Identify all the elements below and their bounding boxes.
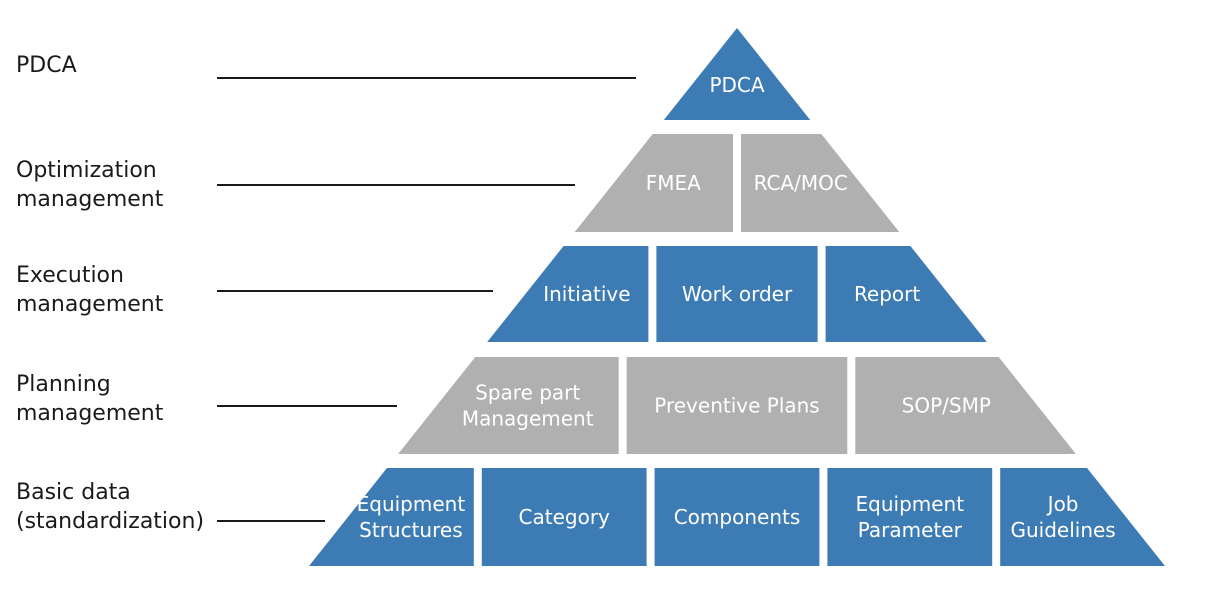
pyramid-blocks-layer xyxy=(309,28,1165,566)
block-label-line: Parameter xyxy=(858,518,963,542)
pyramid-block xyxy=(663,28,811,120)
pyramid-block-label: Category xyxy=(519,505,611,529)
level-label-line: Planning xyxy=(16,372,111,397)
pyramid-block-label: Preventive Plans xyxy=(654,394,819,418)
labels-layer: PDCA PDCA FMEA RCA/MOC Optimization managemen… xyxy=(16,53,1116,542)
pyramid-block-label: FMEA xyxy=(646,171,701,195)
block-label-line: RCA/MOC xyxy=(754,171,848,195)
pyramid-block xyxy=(741,134,900,232)
pyramid-block xyxy=(309,468,474,566)
level-label-line: Optimization xyxy=(16,158,157,183)
level-label-line: management xyxy=(16,401,164,426)
pyramid-block-label: PDCA xyxy=(709,73,764,97)
block-label-line: Initiative xyxy=(543,282,630,306)
pyramid-block xyxy=(398,357,619,454)
level-label-line: Execution xyxy=(16,263,124,288)
level-label: Optimization management xyxy=(16,158,164,212)
block-label-line: Guidelines xyxy=(1010,518,1115,542)
block-label-line: Equipment xyxy=(357,492,466,516)
level-label: Execution management xyxy=(16,263,164,317)
level-label-line: (standardization) xyxy=(16,509,204,534)
pyramid-block xyxy=(855,357,1076,454)
pyramid-block-label: Work order xyxy=(682,282,793,306)
block-label-line: FMEA xyxy=(646,171,701,195)
pyramid-block xyxy=(825,246,987,342)
pyramid-block xyxy=(654,468,820,566)
block-label-line: Spare part xyxy=(475,381,580,405)
block-label-line: Category xyxy=(519,505,611,529)
block-label-line: Structures xyxy=(359,518,462,542)
level-label: Basic data (standardization) xyxy=(16,480,204,534)
pyramid-block xyxy=(626,357,848,454)
level-label: Planning management xyxy=(16,372,164,426)
block-label-line: PDCA xyxy=(709,73,764,97)
level-label: PDCA xyxy=(16,53,77,78)
leader-lines-layer xyxy=(217,77,636,522)
pyramid-block-label: Report xyxy=(854,282,920,306)
level-label-line: PDCA xyxy=(16,53,77,78)
pyramid-block xyxy=(1000,468,1165,566)
pyramid-block-label: SOP/SMP xyxy=(902,394,991,418)
block-label-line: Equipment xyxy=(856,492,965,516)
pyramid-block xyxy=(487,246,649,342)
level-label-line: Basic data xyxy=(16,480,131,505)
block-label-line: Preventive Plans xyxy=(654,394,819,418)
pyramid-block xyxy=(656,246,818,342)
block-label-line: Report xyxy=(854,282,920,306)
pyramid-block xyxy=(481,468,647,566)
pyramid-block-label: Initiative xyxy=(543,282,630,306)
block-label-line: Job xyxy=(1046,492,1079,516)
pyramid-block-label: RCA/MOC xyxy=(754,171,848,195)
level-label-line: management xyxy=(16,292,164,317)
block-label-line: Work order xyxy=(682,282,793,306)
level-label-line: management xyxy=(16,187,164,212)
pyramid-block-label: Components xyxy=(674,505,801,529)
pyramid-block xyxy=(827,468,993,566)
block-label-line: Management xyxy=(462,407,594,431)
block-label-line: SOP/SMP xyxy=(902,394,991,418)
block-label-line: Components xyxy=(674,505,801,529)
pyramid-block xyxy=(574,134,733,232)
